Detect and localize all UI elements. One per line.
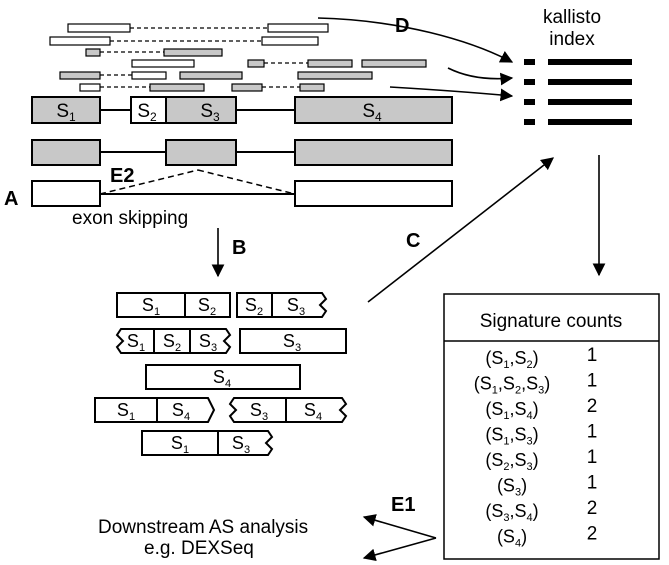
read-s2-s3 [236,292,328,318]
read-s3 [239,328,347,354]
arrow-d-low [389,86,514,102]
gene-segment-s1: S1​ [56,101,76,124]
signature-row-4-label: (S2​,S3​) [485,450,538,473]
label-b: B [232,237,246,259]
arrow-e1-upper [362,514,437,539]
read-1-segment-s3: S3​ [287,295,305,318]
kallisto-index-bars [524,59,632,125]
arrow-d-mid [447,67,514,86]
downstream-line1: Downstream AS analysis [98,517,308,538]
read-4-segment-s4: S4​ [213,367,231,390]
read-5-segment-s4: S4​ [172,400,190,423]
reads [94,292,348,456]
index-label-line1: kallisto [543,7,601,28]
label-d: D [395,15,409,37]
read-segment-labels: S1​S2​S2​S3​S1​S2​S3​S3​S4​S1​S4​S3​S4​S… [117,295,322,456]
downstream-line2: e.g. DEXSeq [144,538,254,559]
gene-segment-s4: S4​ [362,101,382,124]
gene-segment-labels: S1​ S2​ S3​ S4​ [56,101,382,124]
signature-rows: (S1​,S2​) 1 (S1​,S2​,S3​) 1 (S1​,S4​) 2 (S1​,S… [474,345,597,550]
read-3-segment-s3: S3​ [283,331,301,354]
read-s1-s3 [141,430,274,456]
read-6-segment-s3: S3​ [250,400,268,423]
read-2-segment-s1: S1​ [127,331,145,354]
signature-row-2-count: 2 [587,396,598,417]
read-s1-s2-s3 [115,328,232,354]
gene-model [31,96,453,124]
signature-row-7-label: (S4​) [497,527,527,550]
label-e2: E2 [110,165,134,187]
read-s1-s4 [94,397,216,423]
read-1-segment-s2: S2​ [245,295,263,318]
read-5-segment-s1: S1​ [117,400,135,423]
read-2-segment-s2: S2​ [163,331,181,354]
signature-counts-box [443,293,660,560]
signature-row-2-label: (S1​,S4​) [485,399,538,422]
arrow-d-top [317,17,514,63]
signature-row-5-count: 1 [587,473,598,494]
label-c: C [406,230,420,252]
signature-row-0-count: 1 [587,345,598,366]
label-a: A [4,188,18,210]
read-7-segment-s3: S3​ [232,433,250,456]
exon-s4 [294,96,453,124]
read-6-segment-s4: S4​ [304,400,322,423]
gene-segment-s3: S3​ [200,101,220,124]
signature-row-3-label: (S1​,S3​) [485,425,538,448]
read-s1-s2 [116,292,231,318]
arrow-c [367,157,555,303]
signature-table-title: Signature counts [480,311,623,332]
signature-row-5-label: (S3​) [497,476,527,499]
transcript-fragments [49,23,427,92]
arrow-e1-lower [362,537,437,562]
exon-s1 [31,96,101,124]
exon-skipping-label: exon skipping [72,208,188,229]
label-e1: E1 [391,494,415,516]
isoform-two [31,139,453,166]
signature-row-6-label: (S3​,S4​) [485,501,538,524]
signature-row-6-count: 2 [587,498,598,519]
signature-row-1-label: (S1​,S2​,S3​) [474,374,550,397]
read-2-segment-s3: S3​ [199,331,217,354]
isoform-exon-skipping [31,169,453,207]
signature-row-4-count: 1 [587,447,598,468]
gene-segment-s2: S2​ [137,101,157,124]
signature-row-1-count: 1 [587,371,598,392]
read-s3-s4 [228,397,348,423]
signature-row-0-label: (S1​,S2​) [485,348,538,371]
arrows [211,17,606,562]
read-0-segment-s1: S1​ [142,295,160,318]
read-7-segment-s1: S1​ [171,433,189,456]
exon-s3 [165,96,237,124]
index-label-line2: index [549,29,595,50]
signature-row-7-count: 2 [587,524,598,545]
read-0-segment-s2: S2​ [198,295,216,318]
signature-row-3-count: 1 [587,422,598,443]
read-s4 [145,364,301,390]
